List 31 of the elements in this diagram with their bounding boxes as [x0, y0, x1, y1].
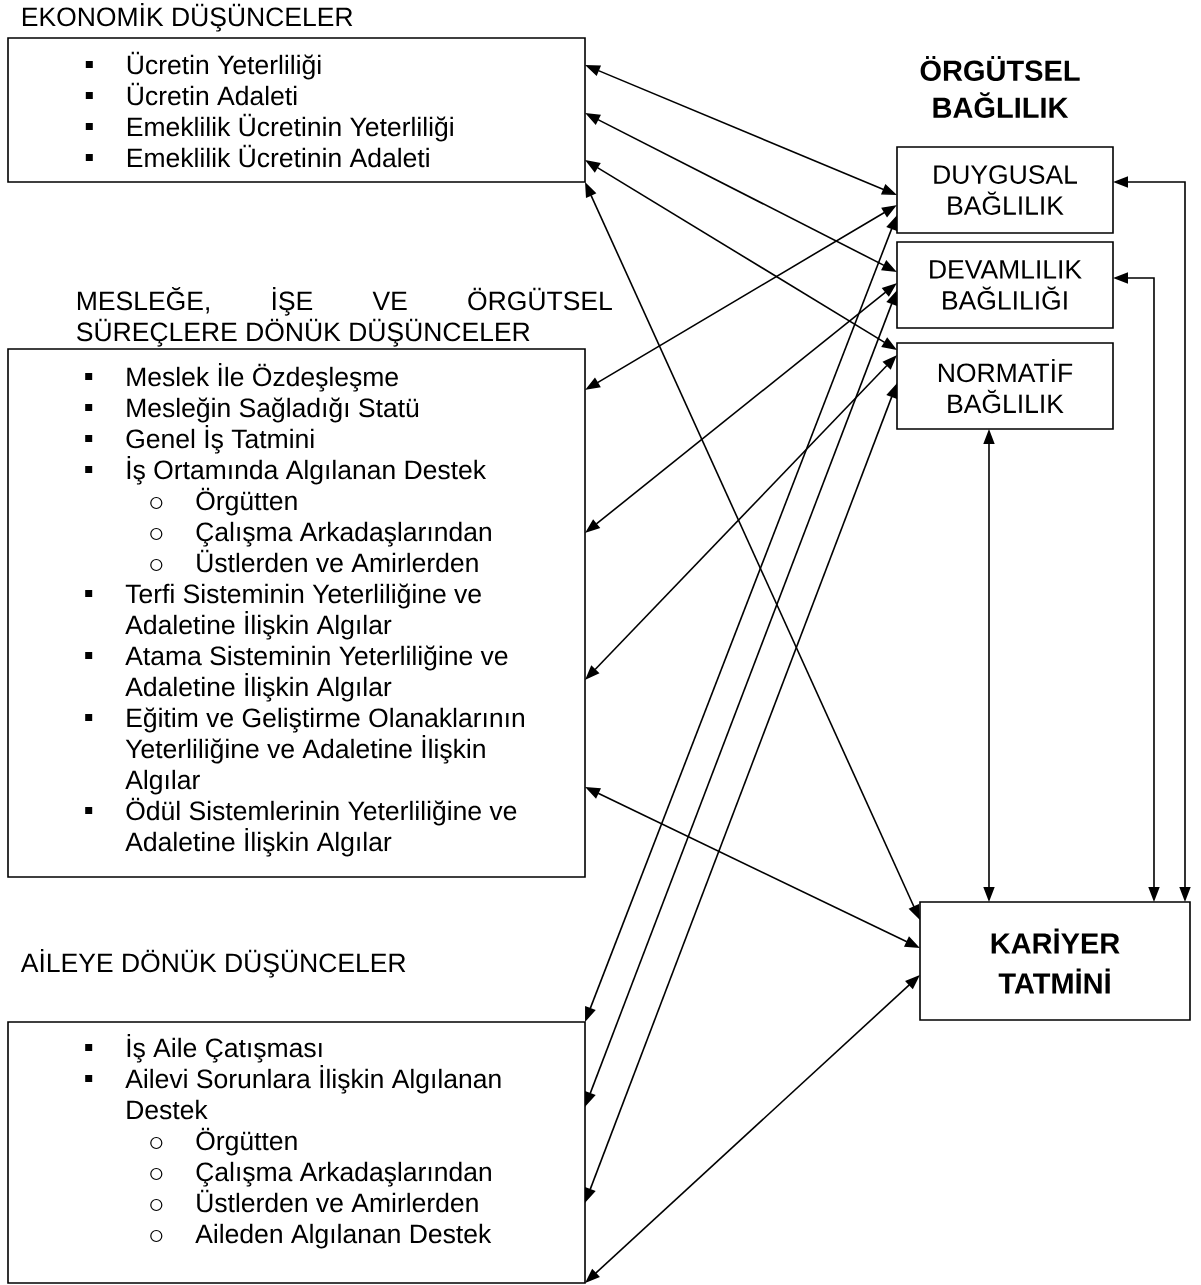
- list-item: Mesleğin Sağladığı Statü: [127, 397, 419, 423]
- list-item: Emeklilik Ücretinin Yeterliliği: [127, 113, 453, 142]
- list-item: Ücretin Yeterliliği: [127, 51, 321, 80]
- heading: MESLEĞE, İŞE VE ÖRGÜTSEL SÜREÇLERE DÖNÜK DÜŞÜNCELER: [77, 287, 612, 347]
- list-item: Genel İş Tatmini: [126, 425, 314, 454]
- arrow: [585, 975, 920, 1283]
- concept-box: DEVAMLILIK BAĞLILIĞI: [896, 241, 1114, 329]
- list-item: Atama Sisteminin Yeterliliğine ve Adaletine İlişkin Algılar: [125, 645, 508, 702]
- list-item: Emeklilik Ücretinin Adaleti: [127, 144, 429, 168]
- list-item: Terfi Sisteminin Yeterliliğine ve Adaletine İlişkin Algılar: [125, 583, 481, 640]
- list-item: Eğitim ve Geliştirme Olanaklarının Yeterliliğine ve Adaletine İlişkin Algılar: [125, 707, 524, 795]
- list-item: Çalışma Arkadaşlarından: [196, 521, 491, 547]
- list-item: İş Aile Çatışması: [127, 1034, 322, 1063]
- list-item: Çalışma Arkadaşlarından: [196, 1161, 491, 1187]
- concept-box: DUYGUSAL BAĞLILIK: [896, 146, 1114, 234]
- list-item: İş Ortamında Algılanan Destek: [127, 456, 487, 485]
- list-item: Ücretin Adaleti: [127, 82, 297, 106]
- concept-box: KARİYER TATMİNİ: [919, 901, 1191, 1021]
- concept-box: NORMATİF BAĞLILIK: [896, 342, 1114, 430]
- heading: AİLEYE DÖNÜK DÜŞÜNCELER: [20, 949, 406, 978]
- list-item: Meslek İle Özdeşleşme: [127, 363, 398, 392]
- heading: EKONOMİK DÜŞÜNCELER: [22, 3, 353, 32]
- list-item: Örgütten: [196, 1127, 297, 1156]
- list-item: Aileden Algılanan Destek: [195, 1223, 492, 1249]
- list-item: Üstlerden ve Amirlerden: [197, 1189, 478, 1213]
- arrow: [585, 355, 897, 680]
- list-item: Üstlerden ve Amirlerden: [197, 549, 478, 573]
- group-heading: ÖRGÜTSEL BAĞLILIK: [920, 56, 1080, 119]
- list-item: Örgütten: [196, 487, 297, 516]
- list-item: Ailevi Sorunlara İlişkin Algılanan Destek: [125, 1065, 501, 1120]
- list-item: Ödül Sistemlerinin Yeterliliğine ve Adaletine İlişkin Algılar: [125, 797, 517, 857]
